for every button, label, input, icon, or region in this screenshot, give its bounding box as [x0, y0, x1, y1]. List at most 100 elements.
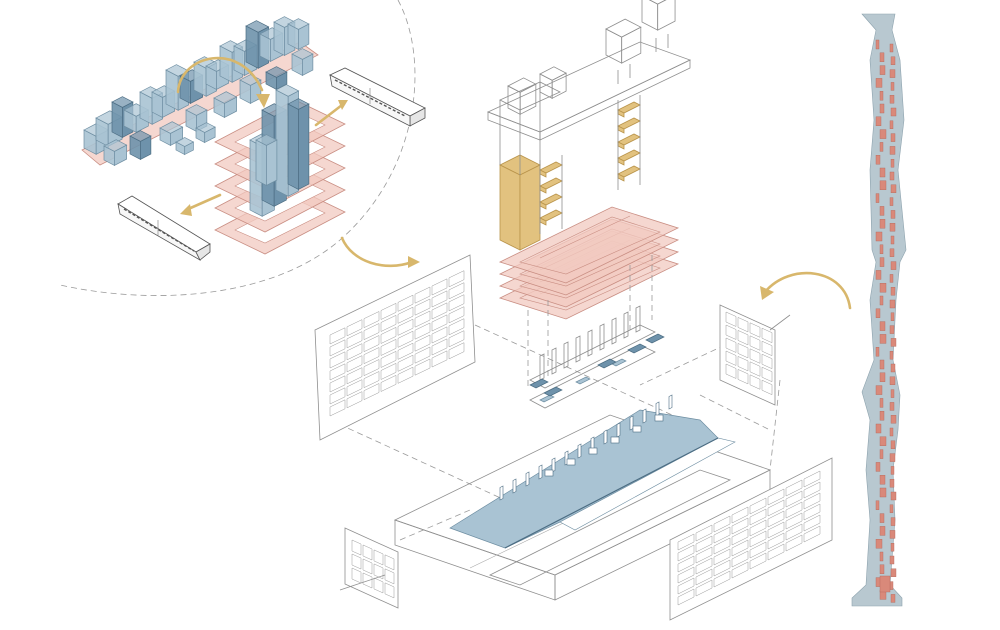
facade-bay — [431, 338, 448, 356]
context-block — [287, 18, 310, 50]
site-parcel-right — [890, 210, 896, 219]
exploded-floor-slabs — [498, 206, 680, 320]
facade-bay — [761, 379, 773, 396]
facade-bay — [362, 558, 373, 575]
facade-bay — [767, 510, 785, 528]
site-parcel-left — [875, 539, 883, 549]
site-parcel-left — [879, 180, 887, 191]
site-parcel-right — [890, 568, 897, 577]
facade-bay — [346, 379, 363, 397]
facade-bay — [767, 521, 785, 539]
facade-bay — [677, 544, 695, 562]
facade-bay — [351, 539, 362, 556]
facade-bay — [725, 324, 737, 340]
site-parcel-right — [890, 261, 897, 270]
train-top-icon — [329, 67, 426, 127]
ramp — [559, 437, 736, 531]
site-parcel-right — [889, 222, 896, 232]
site-parcel-right — [889, 94, 895, 104]
facade-bay — [397, 342, 414, 360]
facade-bay — [414, 358, 431, 376]
site-parcel-left — [879, 526, 886, 536]
facade-bay — [397, 294, 414, 312]
facade-bay — [363, 383, 380, 401]
room-cell — [566, 458, 576, 466]
facade-bay — [761, 366, 773, 383]
site-parcel-right — [889, 274, 894, 283]
city-context-block-model — [81, 16, 319, 166]
site-parcel-right — [890, 312, 895, 321]
facade-bay — [731, 550, 749, 568]
facade-bay — [329, 363, 346, 381]
facade-beam — [339, 574, 386, 591]
facade-bay — [725, 350, 737, 366]
site-parcel-right — [889, 299, 896, 309]
facade-bay — [431, 302, 448, 320]
facade-bay — [713, 559, 731, 577]
site-parcel-right — [890, 363, 896, 373]
facade-bay — [431, 278, 448, 296]
facade-bay — [725, 311, 737, 327]
facade-bay — [397, 354, 414, 372]
site-parcel-left — [879, 513, 885, 523]
plate-arrows-icon — [180, 100, 348, 216]
facade-bay — [767, 532, 785, 550]
site-parcel-left — [875, 347, 880, 357]
facade-bay — [749, 541, 767, 559]
facade-panel-bottom-left — [339, 527, 399, 609]
ground-floor-slab — [449, 409, 719, 549]
site-parcel-right — [889, 402, 895, 411]
facade-bay — [363, 371, 380, 389]
plan-edge — [504, 437, 719, 549]
facade-bay — [329, 339, 346, 357]
facade-bay — [380, 314, 397, 332]
site-parcel-left — [875, 193, 880, 203]
site-parcel-left — [879, 257, 885, 267]
site-parcel-left — [879, 65, 886, 75]
facade-bay — [329, 351, 346, 369]
facade-bay — [803, 492, 821, 510]
facade-bay — [329, 327, 346, 345]
facade-frame — [314, 254, 476, 441]
site-parcel-left — [875, 39, 880, 50]
site-parcel-right — [889, 43, 894, 53]
site-parcel-left — [879, 564, 885, 574]
facade-bay — [731, 528, 749, 546]
facade-bay — [414, 334, 431, 352]
facade-bay — [767, 543, 785, 561]
site-parcel-right — [890, 158, 895, 168]
facade-bay — [414, 298, 431, 316]
facade-bay — [761, 327, 773, 344]
facade-bay — [695, 579, 713, 597]
pavilion — [539, 66, 567, 99]
site-parcel-right — [889, 581, 894, 590]
facade-bay — [384, 582, 395, 599]
facade-bay — [713, 526, 731, 544]
cell-wall — [551, 347, 557, 375]
facade-bay — [731, 561, 749, 579]
site-parcel-right — [890, 543, 895, 552]
site-parcel-right — [890, 133, 896, 142]
site-parcel-right — [890, 287, 896, 296]
room-cell — [654, 414, 664, 422]
facade-bay — [431, 314, 448, 332]
cell-floor-dark — [645, 333, 665, 344]
facade-bay — [677, 533, 695, 551]
facade-bay — [384, 554, 395, 571]
site-strip-plan — [851, 13, 907, 607]
partition-wall — [616, 422, 621, 438]
facade-panel-right-top — [719, 304, 791, 406]
rooftop-pavilions — [486, 0, 692, 141]
site-parcel-right — [889, 504, 894, 513]
facade-bay — [373, 549, 384, 566]
facade-bay — [737, 356, 749, 372]
facade-bay — [713, 537, 731, 555]
site-parcel-left — [879, 129, 887, 139]
site-parcel-left — [879, 167, 886, 178]
partition-wall — [629, 415, 634, 431]
facade-bay — [448, 342, 465, 360]
site-parcel-left — [875, 423, 882, 434]
facade-bay — [414, 310, 431, 328]
context-block — [195, 122, 216, 144]
context-block — [175, 137, 195, 156]
